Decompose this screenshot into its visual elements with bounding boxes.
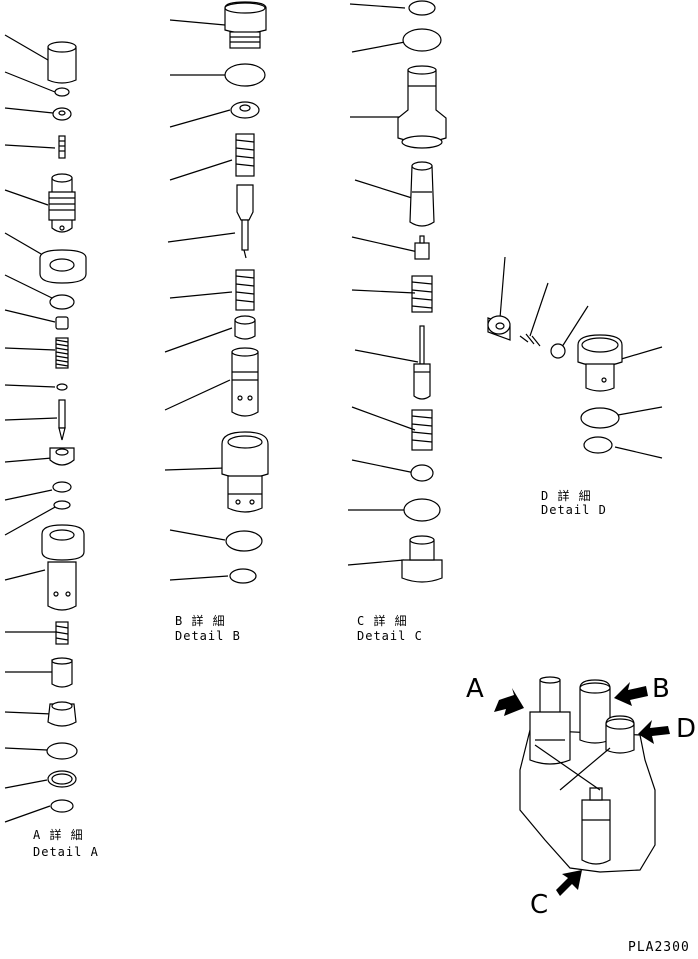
detail-a-en-label: Detail A — [33, 845, 99, 859]
detail-b-jp-label: B 詳 細 — [175, 614, 226, 628]
view-label-a: A — [466, 674, 484, 704]
detail-d-drawing — [487, 256, 663, 459]
view-label-c: C — [530, 890, 549, 920]
column-c-parts — [397, 0, 447, 583]
assembly-view — [519, 676, 656, 873]
arrow-b — [614, 682, 648, 706]
detail-b-en-label: Detail B — [175, 629, 241, 643]
detail-d-jp-label: D 詳 細 — [541, 489, 592, 503]
drawing-code: PLA2300 — [628, 940, 690, 955]
detail-c-jp-label: C 詳 細 — [357, 614, 408, 628]
column-a-parts — [39, 41, 87, 813]
arrow-a — [494, 688, 524, 716]
detail-a-jp-label: A 詳 細 — [33, 828, 84, 842]
column-a-leaders — [4, 34, 58, 823]
arrow-d — [638, 720, 670, 744]
view-arrows — [494, 682, 670, 896]
detail-d-en-label: Detail D — [541, 503, 607, 517]
column-b-parts — [221, 1, 269, 584]
column-b-leaders — [164, 19, 236, 581]
view-label-d: D — [676, 714, 697, 744]
view-label-b: B — [652, 674, 670, 704]
detail-c-en-label: Detail C — [357, 629, 423, 643]
column-c-leaders — [347, 3, 419, 566]
arrow-c — [556, 870, 582, 896]
